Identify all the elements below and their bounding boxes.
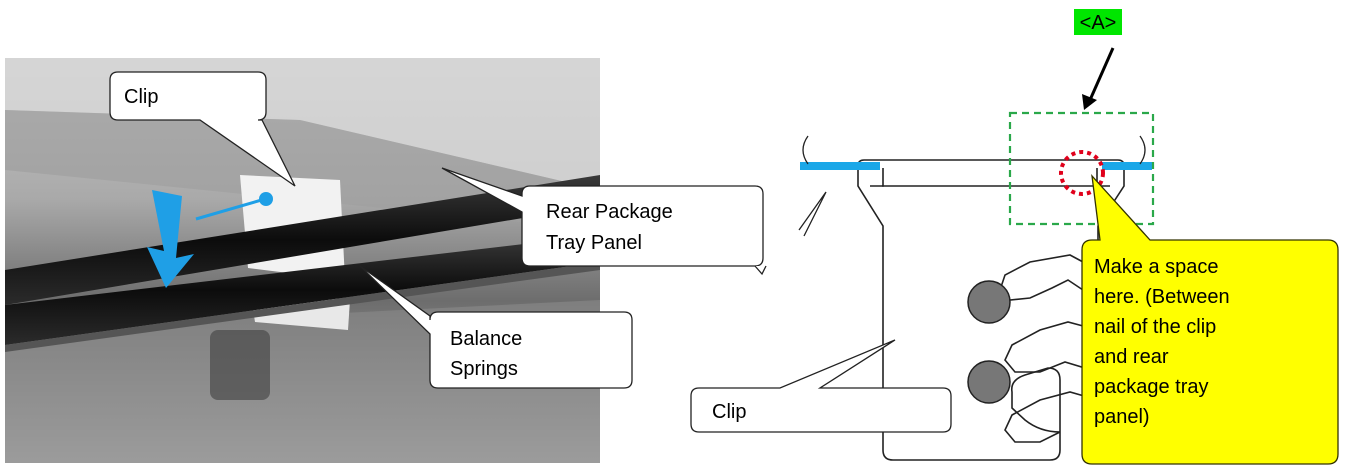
clip-pointer-line bbox=[195, 197, 266, 221]
note-line-5: package tray bbox=[1094, 376, 1209, 398]
note-line-6: panel) bbox=[1094, 406, 1150, 428]
down-arrow-icon bbox=[147, 190, 194, 288]
vehicle-photo bbox=[5, 58, 600, 463]
break-mark-right bbox=[1139, 135, 1146, 165]
drawing-callout-clip-left: Clip bbox=[690, 339, 952, 433]
photo-callout-rear-panel-tail bbox=[754, 265, 767, 276]
photo-callout-clip-text: Clip bbox=[124, 86, 158, 108]
hole-icon bbox=[967, 280, 1011, 324]
note-line-2: here. (Between bbox=[1094, 286, 1230, 308]
rear-panel-pointer bbox=[798, 191, 827, 237]
photo-callout-clip: Clip bbox=[109, 71, 296, 187]
photo-callout-rear-panel-line1: Rear Package bbox=[546, 201, 673, 223]
note-line-3: nail of the clip bbox=[1094, 316, 1216, 338]
drawing-callout-clip-text: Clip bbox=[712, 401, 746, 423]
label-a-background bbox=[1074, 9, 1122, 35]
label-a: <A> bbox=[1080, 12, 1117, 34]
note-line-4: and rear bbox=[1094, 346, 1169, 368]
clip-pointer-dot bbox=[259, 192, 273, 206]
photo-callout-springs-line1: Balance bbox=[450, 328, 522, 350]
note-line-1: Make a space bbox=[1094, 256, 1219, 278]
photo-callout-rear-panel-line2: Tray Panel bbox=[546, 232, 642, 254]
break-mark-left bbox=[802, 135, 809, 165]
hole-icon bbox=[967, 360, 1011, 404]
photo-callout-springs: Balance Springs bbox=[359, 265, 633, 389]
photo-callout-springs-line2: Springs bbox=[450, 358, 518, 380]
pointer-arrow-icon bbox=[1082, 47, 1115, 110]
note-callout: Make a space here. (Between nail of the … bbox=[1081, 174, 1339, 465]
gap-highlight-circle bbox=[1059, 150, 1105, 196]
photo-callout-rear-panel: Rear Package Tray Panel bbox=[441, 167, 764, 267]
detail-a-box bbox=[1008, 111, 1155, 226]
